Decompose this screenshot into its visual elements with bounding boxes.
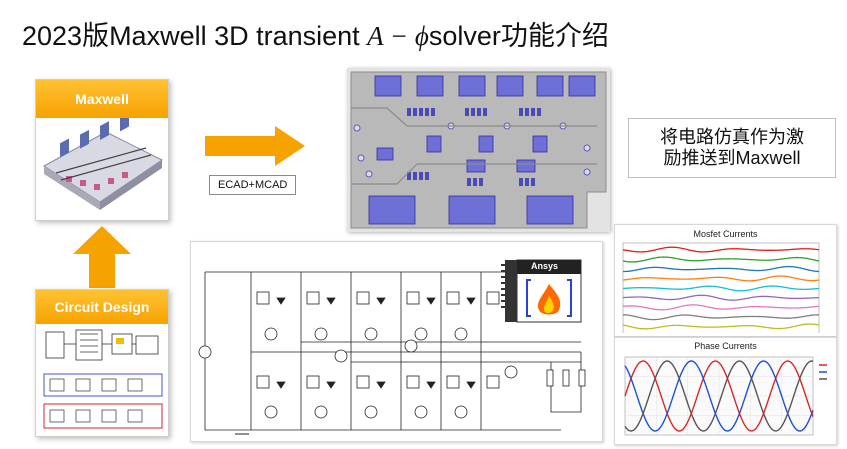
mosfet-current-trace xyxy=(622,275,820,282)
note-line-2: 励推送到Maxwell xyxy=(663,148,801,168)
note-line-1: 将电路仿真作为激 xyxy=(660,127,804,147)
phase-current-trace xyxy=(624,360,814,432)
title-suffix: solver功能介绍 xyxy=(428,21,609,51)
up-arrow-icon xyxy=(73,226,131,288)
maxwell-card: Maxwell xyxy=(35,79,169,221)
maxwell-3d-model-image xyxy=(43,112,163,210)
mosfet-current-trace xyxy=(622,314,820,321)
mosfet-current-trace xyxy=(622,294,820,301)
mosfet-chart-title: Mosfet Currents xyxy=(693,229,758,239)
circuit-schematic: Ansys xyxy=(190,241,603,442)
page-title: 2023版Maxwell 3D transient A − ϕsolver功能介… xyxy=(22,14,609,53)
mosfet-current-trace xyxy=(622,246,820,253)
phase-current-trace xyxy=(624,360,814,432)
phase-chart-title: Phase Currents xyxy=(694,341,757,351)
pcb-layout-image xyxy=(347,68,610,232)
mosfet-currents-chart: Mosfet Currents xyxy=(614,224,837,337)
title-math: A − ϕ xyxy=(367,21,429,51)
title-prefix: 2023版Maxwell 3D transient xyxy=(22,21,368,51)
right-arrow-icon xyxy=(205,126,305,166)
phase-plot-area xyxy=(624,356,827,436)
circuit-push-note: 将电路仿真作为激 励推送到Maxwell xyxy=(628,118,836,178)
mosfet-plot-area xyxy=(622,242,820,334)
ecad-mcad-label: ECAD+MCAD xyxy=(209,175,297,195)
circuit-design-card-label: Circuit Design xyxy=(36,290,168,324)
ansys-logo: Ansys xyxy=(531,261,559,271)
phase-current-trace xyxy=(624,360,814,432)
mosfet-current-trace xyxy=(622,256,820,263)
mosfet-current-trace xyxy=(622,304,820,311)
mosfet-current-trace xyxy=(622,323,820,330)
mosfet-current-trace xyxy=(622,285,820,292)
circuit-design-thumbnail xyxy=(43,329,163,429)
circuit-design-card: Circuit Design xyxy=(35,289,169,437)
mosfet-current-trace xyxy=(622,265,820,273)
phase-currents-chart: Phase Currents xyxy=(614,337,837,445)
maxwell-card-label: Maxwell xyxy=(36,80,168,118)
